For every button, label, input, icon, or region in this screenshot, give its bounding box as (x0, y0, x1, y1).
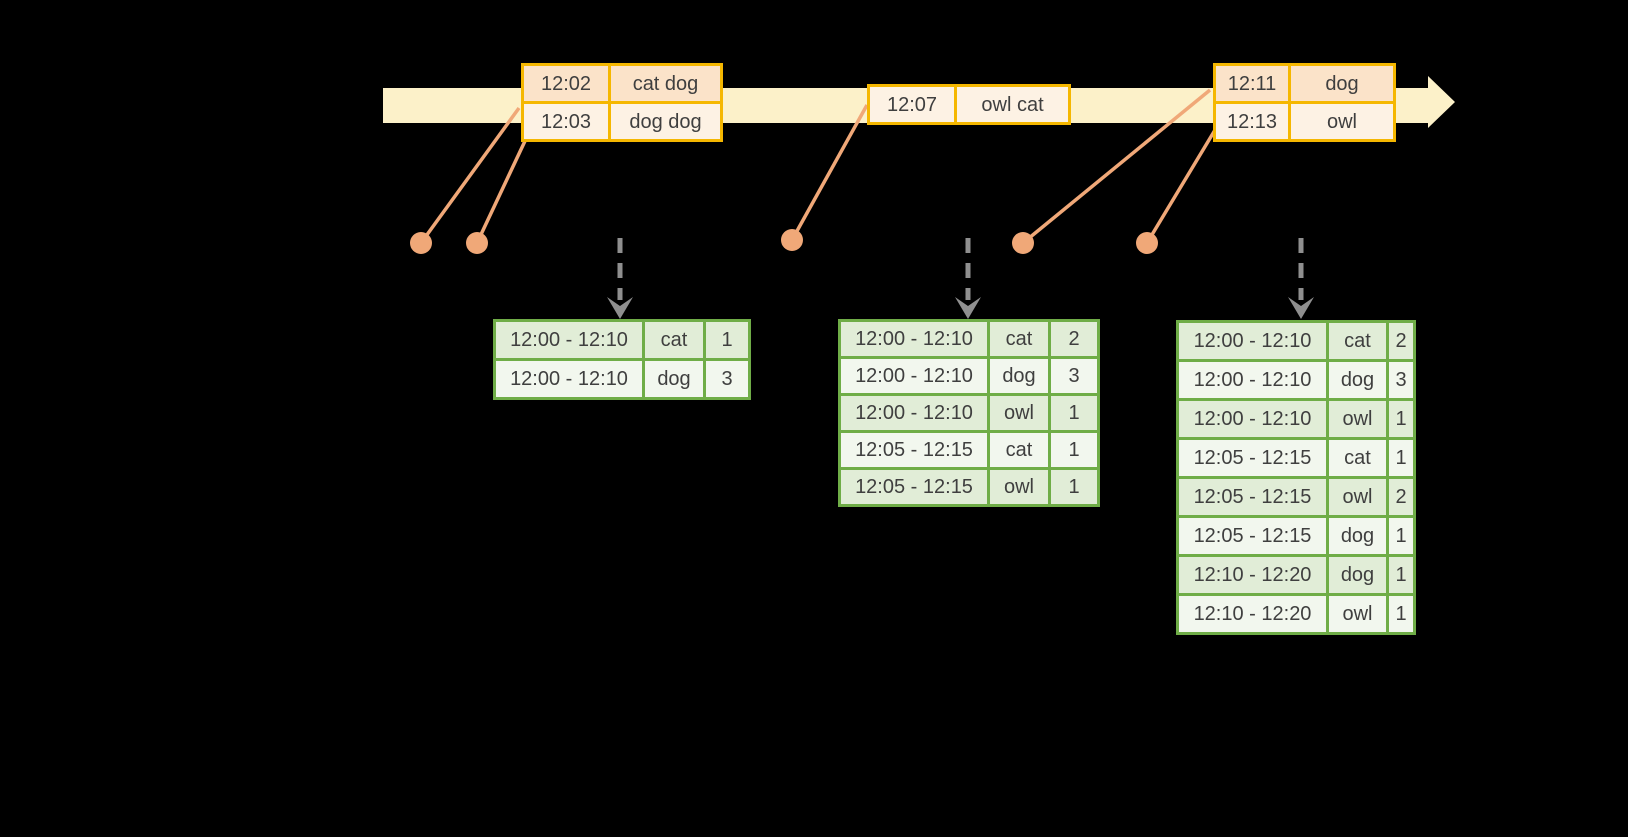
word-cell: owl (990, 396, 1048, 430)
event-marker-line (1145, 129, 1217, 244)
event-marker-line (475, 140, 527, 244)
count-cell: 1 (1389, 596, 1413, 632)
event-time-cell: 12:13 (1216, 104, 1288, 139)
event-marker-dot (1136, 232, 1158, 254)
word-cell: cat (1329, 323, 1386, 359)
event-words-cell: owl cat (957, 87, 1068, 122)
trigger-arrow-head (607, 297, 633, 319)
event-marker-dot (466, 232, 488, 254)
event-words-cell: cat dog (611, 66, 720, 101)
count-cell: 2 (1051, 322, 1097, 356)
word-cell: dog (990, 359, 1048, 393)
word-cell: dog (645, 361, 703, 397)
event-words-cell: dog (1291, 66, 1393, 101)
window-cell: 12:00 - 12:10 (841, 359, 987, 393)
event-time-cell: 12:11 (1216, 66, 1288, 101)
event-words-cell: owl (1291, 104, 1393, 139)
window-cell: 12:05 - 12:15 (1179, 479, 1326, 515)
window-cell: 12:00 - 12:10 (1179, 323, 1326, 359)
window-cell: 12:00 - 12:10 (841, 396, 987, 430)
word-cell: owl (1329, 479, 1386, 515)
trigger-arrow-heads (607, 297, 1314, 319)
count-cell: 1 (1389, 518, 1413, 554)
trigger-arrow-lines (617, 238, 1304, 300)
window-cell: 12:05 - 12:15 (841, 433, 987, 467)
event-time-cell: 12:02 (524, 66, 608, 101)
event-time-cell: 12:03 (524, 104, 608, 139)
count-cell: 2 (1389, 323, 1413, 359)
window-cell: 12:10 - 12:20 (1179, 596, 1326, 632)
count-cell: 1 (1389, 557, 1413, 593)
window-cell: 12:00 - 12:10 (1179, 401, 1326, 437)
window-cell: 12:05 - 12:15 (841, 470, 987, 504)
word-cell: cat (990, 433, 1048, 467)
word-cell: dog (1329, 557, 1386, 593)
window-cell: 12:00 - 12:10 (841, 322, 987, 356)
word-cell: cat (990, 322, 1048, 356)
window-cell: 12:00 - 12:10 (496, 361, 642, 397)
word-cell: cat (645, 322, 703, 358)
trigger-arrow-head (1288, 297, 1314, 319)
event-marker-line (419, 106, 521, 245)
word-cell: owl (1329, 401, 1386, 437)
count-cell: 1 (1051, 396, 1097, 430)
count-cell: 1 (1389, 440, 1413, 476)
window-cell: 12:05 - 12:15 (1179, 518, 1326, 554)
window-cell: 12:05 - 12:15 (1179, 440, 1326, 476)
count-cell: 3 (1051, 359, 1097, 393)
event-marker-lines (419, 88, 1217, 245)
count-cell: 2 (1389, 479, 1413, 515)
event-time-cell: 12:07 (870, 87, 954, 122)
word-cell: owl (1329, 596, 1386, 632)
word-cell: dog (1329, 362, 1386, 398)
window-cell: 12:00 - 12:10 (1179, 362, 1326, 398)
count-cell: 1 (1051, 470, 1097, 504)
count-cell: 3 (1389, 362, 1413, 398)
event-marker-line (1021, 88, 1212, 245)
event-marker-dot (410, 232, 432, 254)
event-marker-dot (781, 229, 803, 251)
trigger-arrow-head (955, 297, 981, 319)
word-cell: owl (990, 470, 1048, 504)
count-cell: 1 (1389, 401, 1413, 437)
window-cell: 12:00 - 12:10 (496, 322, 642, 358)
timeline-arrow-head (1428, 76, 1455, 128)
event-marker-line (790, 104, 869, 241)
count-cell: 1 (1051, 433, 1097, 467)
word-cell: cat (1329, 440, 1386, 476)
count-cell: 1 (706, 322, 748, 358)
window-cell: 12:10 - 12:20 (1179, 557, 1326, 593)
event-marker-dots (410, 229, 1158, 254)
count-cell: 3 (706, 361, 748, 397)
word-cell: dog (1329, 518, 1386, 554)
event-marker-dot (1012, 232, 1034, 254)
event-words-cell: dog dog (611, 104, 720, 139)
